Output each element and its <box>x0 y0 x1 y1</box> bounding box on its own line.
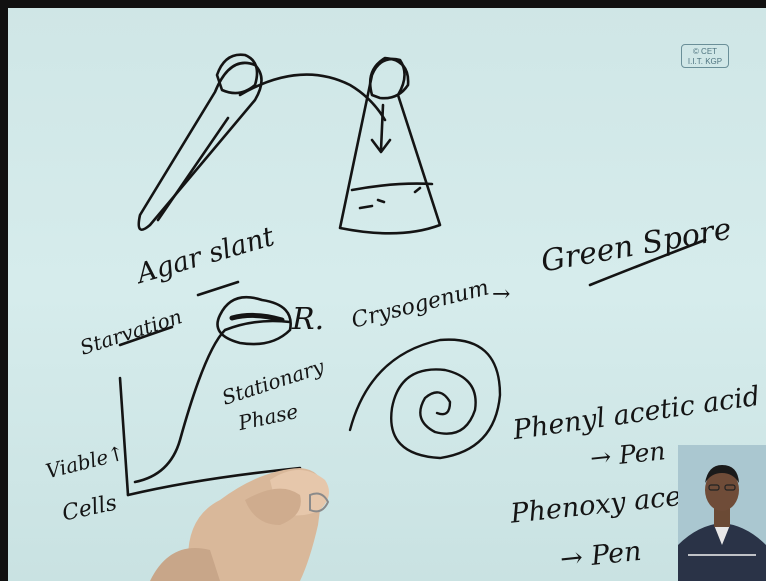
logo-line-2: I.I.T. KGP <box>687 57 723 66</box>
video-border-top <box>0 0 766 8</box>
inoculation-arrow-icon <box>370 103 392 154</box>
stationary-ellipse-fill <box>229 312 285 323</box>
arrow-to-green-spore: → <box>492 282 511 307</box>
agar-slant-tube-icon <box>137 61 263 231</box>
cet-logo: © CET I.I.T. KGP <box>681 44 729 68</box>
cotton-plug-icon <box>215 53 259 95</box>
logo-line-1: © CET <box>692 47 718 56</box>
growth-curve-y-axis <box>118 376 130 497</box>
video-border-left <box>0 0 8 581</box>
growth-curve-line <box>133 319 292 484</box>
flask-icon <box>338 57 442 235</box>
slant-surface-icon <box>156 116 230 222</box>
flask-plug-icon <box>368 56 410 100</box>
green-spore-underline <box>588 238 707 287</box>
writing-hand-icon <box>150 468 330 581</box>
transfer-arc-icon <box>238 73 387 122</box>
stationary-ellipse-icon <box>216 295 292 346</box>
presenter-webcam-icon <box>678 445 766 581</box>
r-label: R. <box>292 302 325 337</box>
starvation-underline <box>118 325 174 347</box>
growth-curve-x-axis <box>126 466 302 497</box>
agar-slant-underline <box>196 280 240 297</box>
spore-spiral-icon <box>348 338 502 460</box>
flask-medium-icon <box>350 182 434 210</box>
